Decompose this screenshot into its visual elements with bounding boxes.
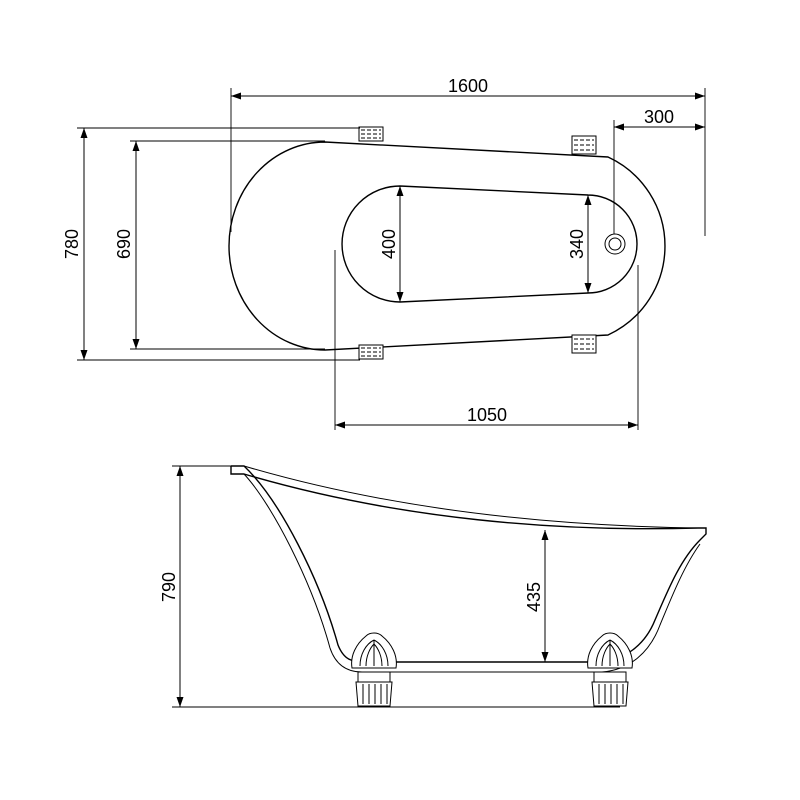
foot-top-left [358,126,384,142]
tub-outer-outline [228,141,666,351]
tub-side-rim [230,466,699,530]
foot-top-right [571,135,597,155]
dim-label-overall-height: 790 [159,572,179,602]
clawfoot-right-icon [587,632,633,707]
dim-label-inner-width-foot: 340 [567,229,587,259]
dim-label-waste-offset: 300 [644,107,674,127]
side-view: 790 435 [159,465,707,708]
dim-label-inner-depth: 435 [524,582,544,612]
dim-label-inner-width-head: 400 [379,229,399,259]
dim-label-overall-length: 1600 [448,76,488,96]
dim-label-inner-length: 1050 [467,405,507,425]
clawfoot-left-icon [351,632,397,707]
tub-side-outer-shell [231,465,707,663]
top-view: 1600 300 780 690 400 340 1050 [62,76,706,430]
dim-label-overall-width: 780 [62,229,82,259]
foot-bottom-right [571,334,597,354]
drain-icon [604,233,626,255]
dim-label-base-width: 690 [114,229,134,259]
foot-bottom-left [358,344,384,360]
